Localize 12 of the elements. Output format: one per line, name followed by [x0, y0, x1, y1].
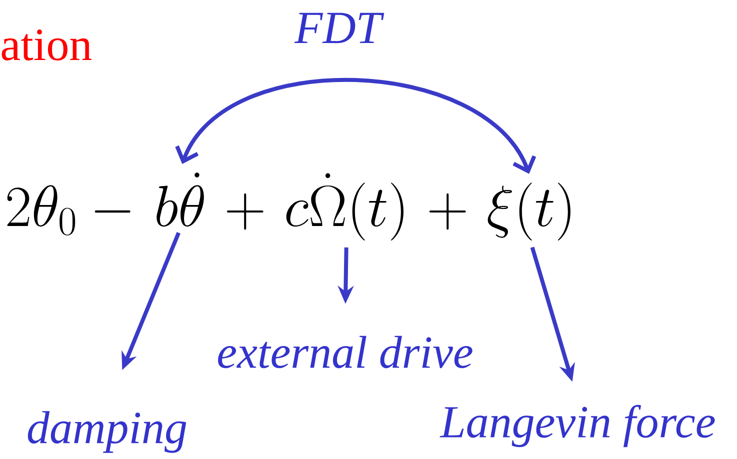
- term-label: damping: [28, 411, 186, 453]
- heading-fragment: ation: [2, 30, 92, 60]
- formula-term: $b\dot{\theta}$: [156, 172, 204, 227]
- formula-term: $+$: [429, 193, 466, 230]
- formula-term: $\xi(t)$: [488, 182, 570, 240]
- term-label: external drive: [218, 336, 472, 368]
- edge-label: FDT: [294, 12, 384, 44]
- formula-term: $c\dot{\Omega}(t)$: [286, 173, 404, 240]
- term-label: Langevin force: [440, 404, 715, 448]
- formula-term: $2\theta_0 -{}$: [7, 185, 130, 236]
- formula-term: $+$: [226, 193, 264, 230]
- arrow: [175, 78, 536, 174]
